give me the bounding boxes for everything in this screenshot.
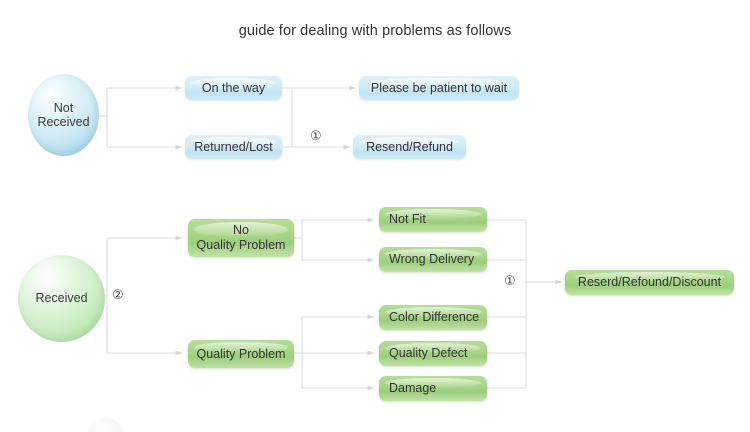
node-not-fit-label: Not Fit <box>389 212 426 227</box>
node-no-quality-problem-label: No Quality Problem <box>188 223 294 253</box>
node-resend-refund-label: Resend/Refund <box>366 139 453 154</box>
node-please-be-patient-to-wait-label: Please be patient to wait <box>370 80 508 95</box>
node-returned-lost[interactable]: Returned/Lost <box>185 135 282 159</box>
node-wrong-delivery[interactable]: Wrong Delivery <box>379 247 487 272</box>
node-wrong-delivery-label: Wrong Delivery <box>389 252 475 267</box>
node-on-the-way[interactable]: On the way <box>185 76 282 100</box>
node-damage[interactable]: Damage <box>379 376 487 401</box>
node-on-the-way-label: On the way <box>201 80 266 95</box>
node-not-received-label-line1: Not <box>53 100 74 115</box>
node-no-quality-problem-line2: Quality Problem <box>196 238 286 252</box>
node-returned-lost-label: Returned/Lost <box>194 139 273 154</box>
node-received[interactable]: Received <box>18 255 105 342</box>
node-resend-refund[interactable]: Resend/Refund <box>353 135 466 159</box>
node-resend-refund-discount-label: Reserd/Refound/Discount <box>577 275 722 290</box>
node-damage-label: Damage <box>389 381 437 396</box>
node-not-received-label-line2: Received <box>37 115 90 129</box>
node-resend-refund-discount[interactable]: Reserd/Refound/Discount <box>565 270 734 295</box>
node-color-difference[interactable]: Color Difference <box>379 305 487 330</box>
node-no-quality-problem[interactable]: No Quality Problem <box>188 219 294 257</box>
node-quality-defect-label: Quality Defect <box>389 346 468 361</box>
edge-marker-one-top: ① <box>310 129 322 144</box>
node-no-quality-problem-line1: No <box>233 223 249 238</box>
node-please-be-patient-to-wait[interactable]: Please be patient to wait <box>359 76 519 100</box>
node-not-received-label: Not Received <box>37 101 89 130</box>
edge-marker-two: ② <box>112 288 124 303</box>
edge-marker-one-bottom: ① <box>504 274 516 289</box>
node-color-difference-label: Color Difference <box>389 310 480 325</box>
partial-circle-decoration <box>88 418 124 432</box>
node-not-fit[interactable]: Not Fit <box>379 207 487 232</box>
node-not-received[interactable]: Not Received <box>28 74 99 156</box>
node-quality-problem-label: Quality Problem <box>196 346 286 361</box>
node-received-label: Received <box>35 291 88 306</box>
page-title: guide for dealing with problems as follo… <box>238 23 512 39</box>
node-quality-defect[interactable]: Quality Defect <box>379 341 487 366</box>
node-quality-problem[interactable]: Quality Problem <box>188 340 294 368</box>
